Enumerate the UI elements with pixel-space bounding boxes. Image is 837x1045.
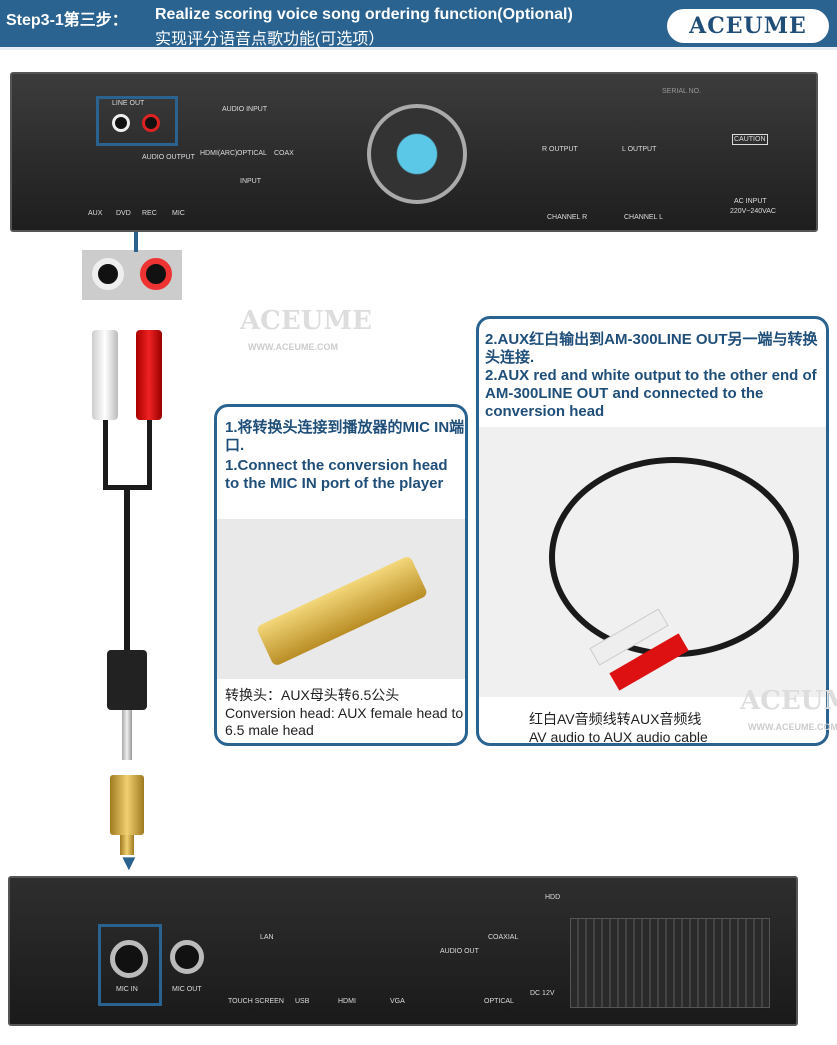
rca-jack-closeup bbox=[82, 250, 182, 300]
label-r-output: R OUTPUT bbox=[542, 146, 578, 153]
connector-line bbox=[134, 232, 138, 252]
av-cable-photo bbox=[479, 427, 826, 697]
label-lan: LAN bbox=[260, 934, 274, 941]
label-hdmi: HDMI bbox=[338, 998, 356, 1005]
title-english: Realize scoring voice song ordering func… bbox=[155, 6, 573, 23]
white-jack-icon bbox=[92, 258, 124, 290]
label-channel-l: CHANNEL L bbox=[624, 214, 664, 221]
label-touch-screen: TOUCH SCREEN bbox=[228, 998, 284, 1005]
mic-in-highlight bbox=[98, 924, 162, 1006]
white-cable bbox=[103, 420, 108, 490]
brand-logo: ACEUME bbox=[667, 9, 829, 43]
conversion-head-photo bbox=[217, 519, 465, 679]
header-banner: Step3-1第三步： Realize scoring voice song o… bbox=[0, 0, 837, 50]
label-coax: COAX bbox=[274, 150, 294, 157]
line-out-white-jack bbox=[112, 114, 130, 132]
step1-text-zh: 1.将转换头连接到播放器的MIC IN端口. bbox=[225, 419, 465, 454]
step1-callout: 1.将转换头连接到播放器的MIC IN端口. 1.Connect the con… bbox=[214, 404, 468, 746]
label-caution: CAUTION bbox=[732, 134, 768, 145]
label-usb: USB bbox=[295, 998, 310, 1005]
label-audio-output: AUDIO OUTPUT bbox=[142, 154, 195, 161]
red-cable bbox=[147, 420, 152, 490]
label-dvd: DVD bbox=[116, 210, 131, 217]
step2-text-zh: 2.AUX红白输出到AM-300LINE OUT另一端与转换头连接. bbox=[485, 331, 818, 366]
watermark-logo: ACEUME bbox=[240, 306, 372, 336]
step2-caption-en: AV audio to AUX audio cable bbox=[529, 729, 708, 745]
step1-text-en: 1.Connect the conversion head to the MIC… bbox=[225, 457, 448, 492]
mic-out-jack bbox=[170, 940, 204, 974]
amplifier-rear-panel: LINE OUT AUDIO INPUT AUDIO OUTPUT HDMI(A… bbox=[10, 72, 818, 232]
label-coaxial: COAXIAL bbox=[488, 934, 519, 941]
watermark-url: WWW.ACEUME.COM bbox=[248, 342, 338, 352]
label-l-output: L OUTPUT bbox=[622, 146, 657, 153]
step1-caption-zh: 转换头：AUX母头转6.5公头 bbox=[225, 687, 400, 703]
label-mic: MIC bbox=[172, 210, 185, 217]
label-mic-in: MIC IN bbox=[116, 986, 138, 993]
conversion-head bbox=[110, 775, 144, 835]
aux-plug bbox=[107, 650, 147, 710]
white-rca-plug bbox=[92, 330, 118, 420]
step2-text-en: 2.AUX red and white output to the other … bbox=[485, 367, 817, 420]
step2-caption-zh: 红白AV音频线转AUX音频线 bbox=[529, 711, 702, 727]
label-mic-out: MIC OUT bbox=[172, 986, 202, 993]
red-rca-plug bbox=[136, 330, 162, 420]
player-rear-panel: MIC IN MIC OUT LAN TOUCH SCREEN USB HDMI… bbox=[8, 876, 798, 1026]
label-ac-input: AC INPUT bbox=[734, 198, 767, 205]
step-label: Step3-1第三步： bbox=[6, 12, 128, 29]
label-optical: OPTICAL bbox=[237, 150, 267, 157]
label-input: INPUT bbox=[240, 178, 261, 185]
label-aux: AUX bbox=[88, 210, 103, 217]
label-vga: VGA bbox=[390, 998, 405, 1005]
hdd-bay bbox=[570, 918, 770, 1008]
watermark-url: WWW.ACEUME.COM bbox=[748, 722, 837, 732]
cooling-fan bbox=[367, 104, 467, 204]
mic-in-jack bbox=[110, 940, 148, 978]
label-hdmi: HDMI(ARC) bbox=[200, 150, 238, 157]
line-out-red-jack bbox=[142, 114, 160, 132]
label-audio-input: AUDIO INPUT bbox=[222, 106, 268, 113]
aux-plug-tip bbox=[122, 710, 132, 760]
label-rec: REC bbox=[142, 210, 157, 217]
step2-callout: 2.AUX红白输出到AM-300LINE OUT另一端与转换头连接. 2.AUX… bbox=[476, 316, 829, 746]
watermark-logo: ACEUME bbox=[740, 686, 837, 716]
label-voltage: 220V~240VAC bbox=[730, 208, 776, 215]
label-channel-r: CHANNEL R bbox=[547, 214, 588, 221]
label-line-out: LINE OUT bbox=[112, 100, 145, 107]
line-out-highlight bbox=[96, 96, 178, 146]
label-hdd: HDD bbox=[545, 894, 561, 901]
aux-cable bbox=[124, 485, 130, 655]
step1-caption-en: Conversion head: AUX female head to 6.5 … bbox=[225, 705, 464, 738]
conversion-head-tip bbox=[120, 835, 134, 855]
label-optical: OPTICAL bbox=[484, 998, 514, 1005]
arrow-down-icon: ▼ bbox=[118, 850, 140, 875]
title-chinese: 实现评分语音点歌功能(可选项） bbox=[155, 31, 385, 48]
red-jack-icon bbox=[140, 258, 172, 290]
label-serial-no: SERIAL NO. bbox=[662, 88, 702, 95]
label-dc-12v: DC 12V bbox=[530, 990, 555, 997]
label-audio-out: AUDIO OUT bbox=[440, 948, 479, 955]
